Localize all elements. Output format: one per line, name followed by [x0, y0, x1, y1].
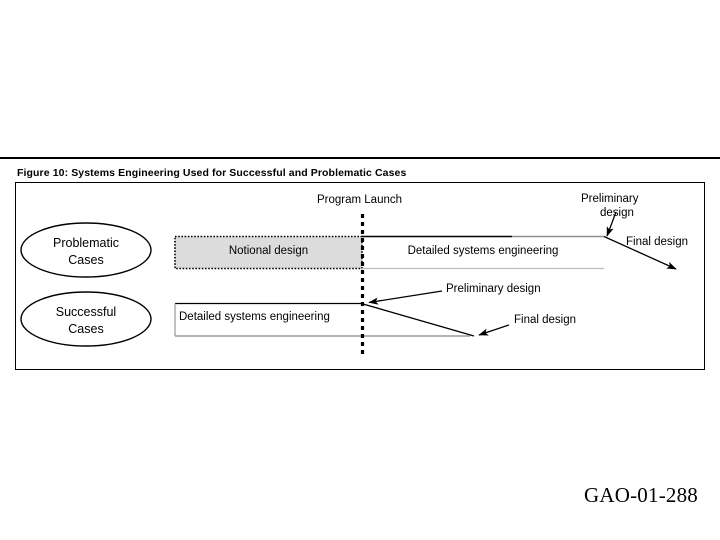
program-launch-label: Program Launch — [317, 194, 403, 206]
preliminary-design-top-label-line1: Preliminary — [581, 193, 639, 205]
detailed-systems-engineering-bottom-label: Detailed systems engineering — [179, 311, 330, 323]
gao-report-code: GAO-01-288 — [584, 483, 698, 507]
preliminary-design-top-label-line2: design — [600, 207, 634, 219]
ellipse-successful-label-line2: Cases — [68, 322, 104, 336]
final-design-bottom-label: Final design — [514, 314, 577, 326]
final-design-top-label: Final design — [626, 236, 689, 248]
ellipse-problematic-label-line1: Problematic — [53, 236, 119, 250]
header-divider — [0, 157, 720, 159]
ellipse-successful-label-line1: Successful — [55, 305, 117, 319]
detailed-systems-engineering-top-label: Detailed systems engineering — [407, 245, 559, 257]
preliminary-design-bottom-label: Preliminary design — [446, 283, 541, 295]
ellipse-problematic-label-line2: Cases — [68, 253, 104, 267]
notional-design-label: Notional design — [228, 245, 309, 257]
figure-caption: Figure 10: Systems Engineering Used for … — [17, 167, 407, 179]
